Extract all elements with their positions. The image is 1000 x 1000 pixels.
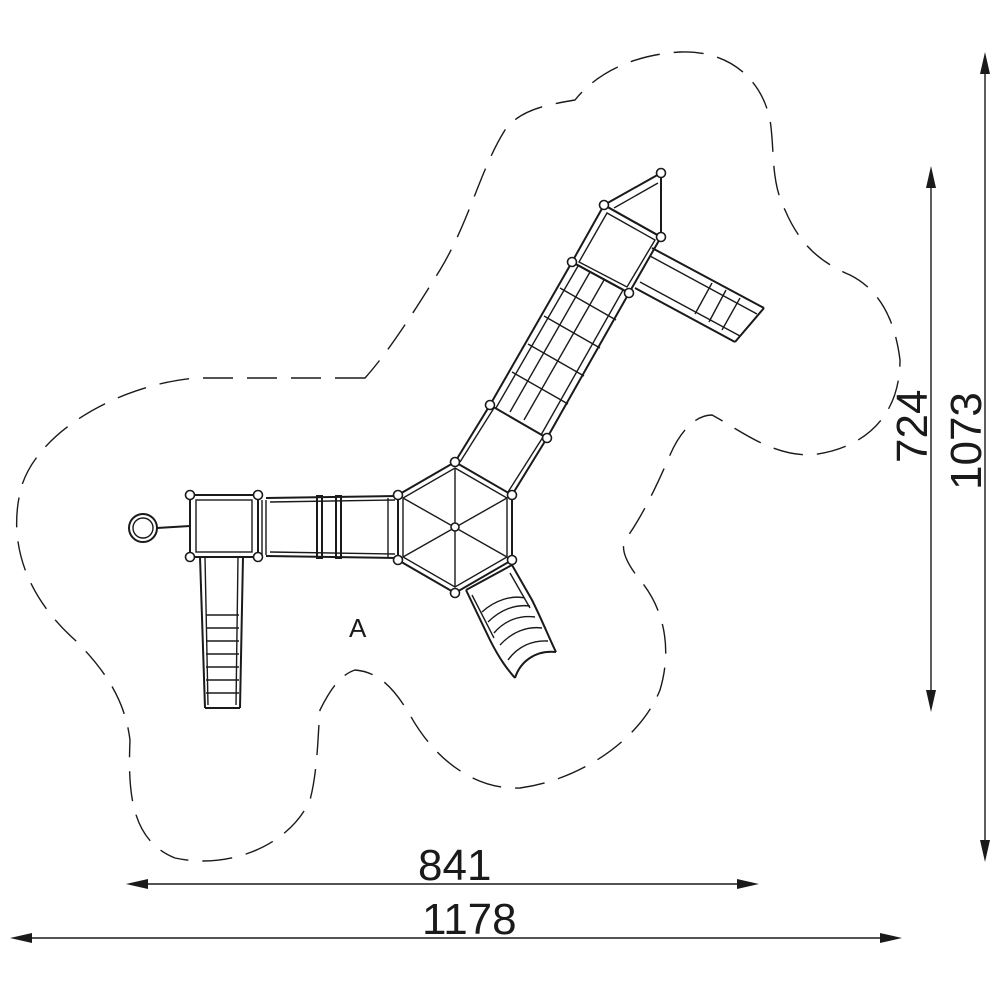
left-ladder: [199, 556, 244, 709]
post-nodes: [184, 167, 667, 599]
top-tower: [570, 171, 663, 295]
height-outer-dimension: [980, 52, 990, 862]
left-tower: [189, 494, 267, 558]
curved-slide: [465, 564, 557, 679]
safety-zone-outline: [15, 51, 901, 862]
steering-wheel-ring: [128, 513, 191, 543]
zone-label: A: [349, 613, 367, 643]
width-inner-label: 841: [418, 841, 491, 890]
left-bridge: [265, 495, 398, 559]
height-outer-label: 1073: [942, 392, 991, 490]
width-outer-label: 1178: [422, 895, 517, 944]
width-inner-dimension: [126, 879, 759, 889]
climbing-net-bridge: [489, 261, 630, 439]
height-inner-label: 724: [888, 390, 937, 463]
width-outer-dimension: [10, 933, 902, 943]
straight-slide: [634, 247, 765, 343]
upper-connector: [454, 404, 548, 496]
height-inner-dimension: [926, 166, 936, 712]
